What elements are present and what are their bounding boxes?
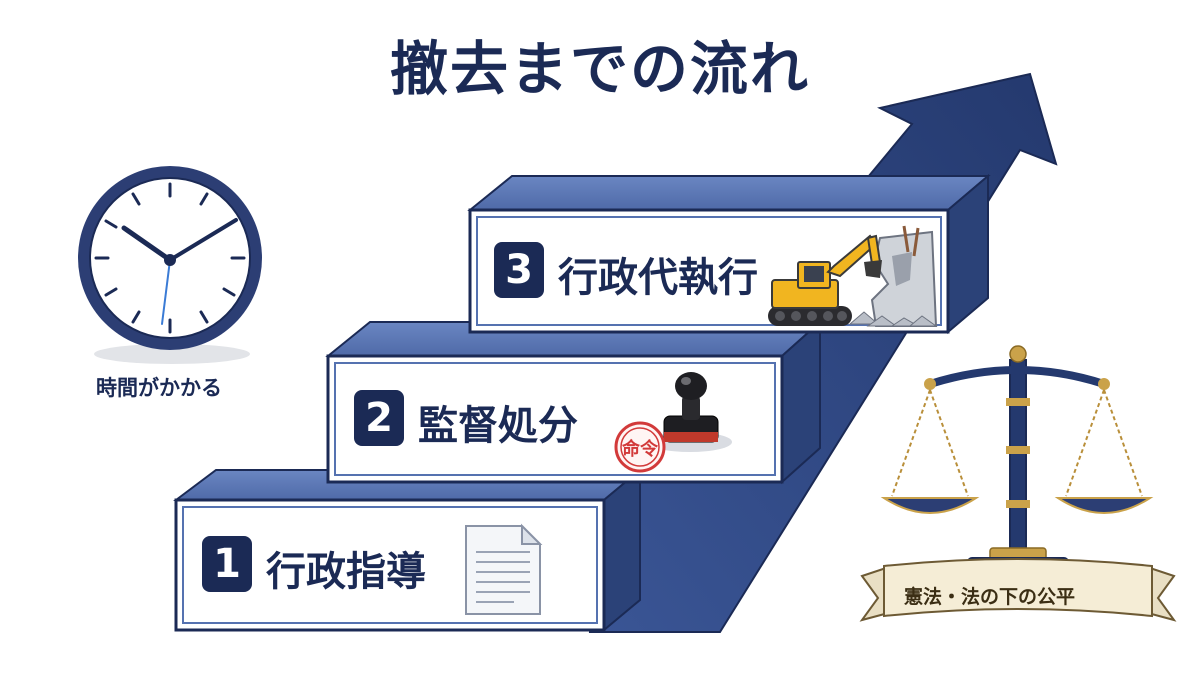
scale-banner-text: 憲法・法の下の公平 [904,586,1076,608]
document-icon [465,523,543,615]
stamp-icon: 命令 [614,372,732,473]
stamp-text: 命令 [622,438,659,460]
step-number-2: 2 [354,390,404,446]
step-number-1: 1 [202,536,252,592]
step-label-1: 行政指導 [266,549,426,595]
step-label-2: 監督処分 [418,403,578,449]
excavator-icon [768,225,938,327]
clock-caption: 時間がかかる [96,376,222,400]
step-number-3: 3 [494,242,544,298]
page-title: 撤去までの流れ [389,35,810,103]
clock-icon [78,166,262,364]
step-label-3: 行政代執行 [558,255,758,301]
scales-icon [859,345,1177,622]
